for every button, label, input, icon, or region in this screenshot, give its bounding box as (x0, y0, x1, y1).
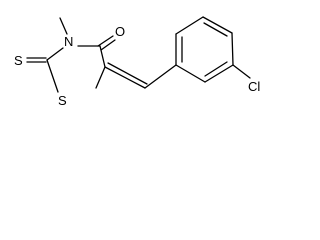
structure-diagram: S N O S Cl (14, 16, 260, 108)
bond-n-c2 (46, 47, 64, 61)
bond-methyl-n (59, 17, 68, 35)
bond-ring-6 (175, 64, 206, 83)
bond-ch-ipso (144, 64, 177, 89)
atom-label-s-ring: S (58, 93, 67, 108)
atom-label-cl: Cl (248, 79, 260, 94)
bond-ring-inner-3 (204, 61, 228, 77)
molecule-canvas: S N O S Cl (0, 0, 291, 122)
atom-label-o: O (115, 24, 125, 39)
bond-c5-ch-1 (104, 66, 146, 89)
bond-ring-inner-2 (203, 22, 228, 37)
bond-c4-o-1 (97, 35, 114, 47)
bond-ring-2 (175, 16, 204, 35)
bond-s1-c5 (95, 66, 106, 89)
bond-ring-5 (204, 64, 234, 83)
atom-label-s-thione: S (14, 53, 23, 68)
bond-c2-s1 (46, 59, 59, 93)
atom-label-n: N (64, 34, 73, 49)
bond-ring-4 (231, 32, 234, 66)
bond-c4-o-2 (100, 39, 116, 51)
bond-ring-cl (232, 64, 251, 79)
bond-c5-ch-2 (107, 62, 148, 85)
bond-ring-3 (202, 16, 233, 34)
